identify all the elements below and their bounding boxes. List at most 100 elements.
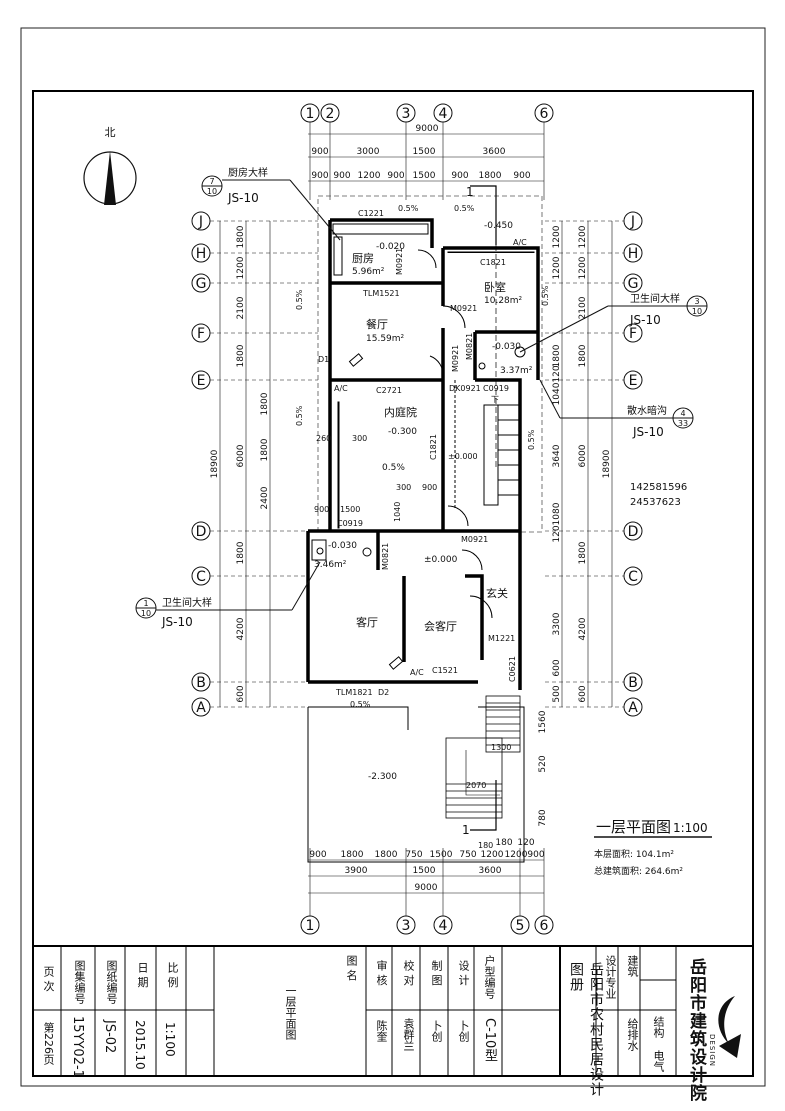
tb-drawing-no-label: 图纸编号 bbox=[105, 960, 118, 1004]
drawing-title-scale: 1:100 bbox=[673, 821, 708, 835]
tb-reviewer-label: 审 核 bbox=[375, 960, 388, 986]
dim-right-inner-5: 3640 bbox=[552, 444, 562, 467]
tag-dim-1300: 1300 bbox=[491, 743, 511, 752]
kitchen-name: 厨房 bbox=[352, 252, 374, 265]
grid-row-E-right: E bbox=[629, 373, 638, 389]
dim-top-r2-4: 1500 bbox=[413, 171, 436, 181]
tb-water: 给排水 bbox=[626, 1018, 639, 1051]
tag-D2: D2 bbox=[378, 688, 389, 697]
bottom-dims: 900 1800 1800 750 1500 750 1200 1200 900… bbox=[309, 838, 544, 893]
dim-right-inner-7: 120 bbox=[552, 525, 562, 542]
institute-logo bbox=[718, 996, 741, 1058]
callout-drain-ref: JS-10 bbox=[632, 425, 664, 439]
grid-label-bottom-5: 5 bbox=[516, 918, 525, 934]
grid-row-J-left: J bbox=[198, 214, 203, 230]
tag-M0921-bedroom: M0921 bbox=[450, 304, 477, 313]
tb-scale-label: 比 例 bbox=[166, 962, 179, 988]
grid-label-bottom-1: 1 bbox=[306, 918, 315, 934]
grid-row-D-right: D bbox=[628, 524, 639, 540]
callout-bath-upper-den: 10 bbox=[692, 307, 702, 316]
tag-C0621: C0621 bbox=[508, 656, 517, 682]
dim-right-inner-1: 1200 bbox=[552, 256, 562, 279]
callout-bath-upper-num: 3 bbox=[694, 297, 699, 306]
tag-dim-900b: 900 bbox=[314, 505, 329, 514]
callout-kitchen-ref: JS-10 bbox=[227, 191, 259, 205]
tag-C1821-court: C1821 bbox=[429, 434, 438, 460]
dim-right-inner-9: 600 bbox=[552, 659, 562, 676]
note-number-1: 142581596 bbox=[630, 482, 687, 493]
tb-date-value: 2015.10 bbox=[133, 1020, 147, 1070]
area-this-floor: 本层面积: 104.1m² bbox=[594, 848, 674, 860]
area-total: 总建筑面积: 264.6m² bbox=[594, 865, 683, 877]
tb-drawing-no-value: JS-02 bbox=[102, 1020, 117, 1054]
tag-dim-900: 900 bbox=[422, 483, 437, 492]
dim-top-r2-2: 1200 bbox=[358, 171, 381, 181]
kitchen-area: 5.96m² bbox=[352, 267, 385, 277]
dim-right-inner-6: 1080 bbox=[552, 502, 562, 525]
tag-down: 下 bbox=[491, 395, 499, 404]
grid-label-bottom-3: 3 bbox=[402, 918, 411, 934]
callout-bath-upper: 3 10 卫生间大样 JS-10 bbox=[519, 292, 708, 353]
dim-top-r2-1: 900 bbox=[333, 171, 350, 181]
title-block bbox=[33, 945, 753, 1076]
grid-row-C-left: C bbox=[196, 569, 206, 585]
callout-kitchen-den: 10 bbox=[207, 187, 217, 196]
dim-left-mid-3: 1800 bbox=[236, 344, 246, 367]
callout-drain-den: 33 bbox=[678, 419, 688, 428]
tb-elec: 电气 bbox=[652, 1050, 665, 1072]
tag-dim-300: 300 bbox=[352, 434, 367, 443]
tag-C0919-upper: C0919 bbox=[483, 384, 509, 393]
tag-TLM1821: TLM1821 bbox=[335, 688, 373, 697]
tag-C0919-lower: C0919 bbox=[337, 519, 363, 528]
dim-right-inner-12: 520 bbox=[538, 755, 548, 772]
tag-slope-left-b: 0.5% bbox=[295, 405, 304, 426]
tag-dim-260: 260 bbox=[316, 434, 331, 443]
kitchen-level: -0.020 bbox=[376, 242, 405, 252]
tb-drawing-name-label: 图 名 bbox=[345, 955, 358, 981]
dining-name: 餐厅 bbox=[366, 317, 388, 331]
callout-drain-num: 4 bbox=[680, 409, 685, 418]
section-mark-bottom: 1 bbox=[462, 823, 470, 837]
tag-dim-300b: 300 bbox=[396, 483, 411, 492]
tag-slope-top-a: 0.5% bbox=[398, 204, 419, 213]
callout-bath-lower: 1 10 卫生间大样 JS-10 bbox=[135, 561, 321, 629]
callout-bath-lower-label: 卫生间大样 bbox=[162, 596, 212, 609]
courtyard-slope: 0.5% bbox=[382, 463, 405, 473]
dim-top-r2-7: 900 bbox=[513, 171, 530, 181]
tag-slope-top-b: 0.5% bbox=[454, 204, 475, 213]
tb-atlas-name: 岳阳市农村民居设计图册 bbox=[568, 962, 604, 1097]
dim-left-mid-2: 2100 bbox=[236, 296, 246, 319]
dim-right-mid-5: 1800 bbox=[578, 541, 588, 564]
tag-C1221: C1221 bbox=[358, 209, 384, 218]
grid-label-top-4: 4 bbox=[439, 106, 448, 122]
living-level: ±0.000 bbox=[424, 555, 458, 565]
grid-row-A-right: A bbox=[628, 700, 638, 716]
entrance-name: 玄关 bbox=[486, 586, 508, 600]
dim-right-inner-8: 3300 bbox=[552, 612, 562, 635]
dim-left-inner-6: 2400 bbox=[260, 486, 270, 509]
tb-arch: 建筑 bbox=[626, 955, 639, 977]
tb-atlas-value: 15YY02-1 bbox=[70, 1016, 85, 1078]
dim-right-inner-10: 500 bbox=[552, 685, 562, 702]
dim-bottom-r1-2: 1800 bbox=[375, 850, 398, 860]
dim-top-r1-2: 1500 bbox=[413, 147, 436, 157]
dim-bottom-r1-5: 750 bbox=[459, 850, 476, 860]
dim-right-mid-7: 600 bbox=[578, 685, 588, 702]
tb-checker-value: 袁群兰 bbox=[402, 1018, 415, 1051]
tag-dim-2070: 2070 bbox=[466, 781, 486, 790]
tb-drafter-value: 卜创 bbox=[430, 1020, 443, 1042]
dim-right-inner-13: 780 bbox=[538, 809, 548, 826]
callout-drain-label: 散水暗沟 bbox=[627, 404, 667, 417]
dim-left-mid-4: 6000 bbox=[236, 444, 246, 467]
dim-right-mid-3: 1800 bbox=[578, 344, 588, 367]
tag-M0921-dining: M0921 bbox=[451, 345, 460, 372]
dim-right-mid-0: 1200 bbox=[578, 225, 588, 248]
tag-M0821-upper: M0821 bbox=[465, 333, 474, 360]
dim-top-r2-5: 900 bbox=[451, 171, 468, 181]
grid-row-G-left: G bbox=[196, 276, 207, 292]
tag-C2721: C2721 bbox=[376, 386, 402, 395]
dim-right-mid-2: 2100 bbox=[578, 296, 588, 319]
dim-right-mid-6: 4200 bbox=[578, 617, 588, 640]
dim-bottom-r1-4: 1500 bbox=[430, 850, 453, 860]
